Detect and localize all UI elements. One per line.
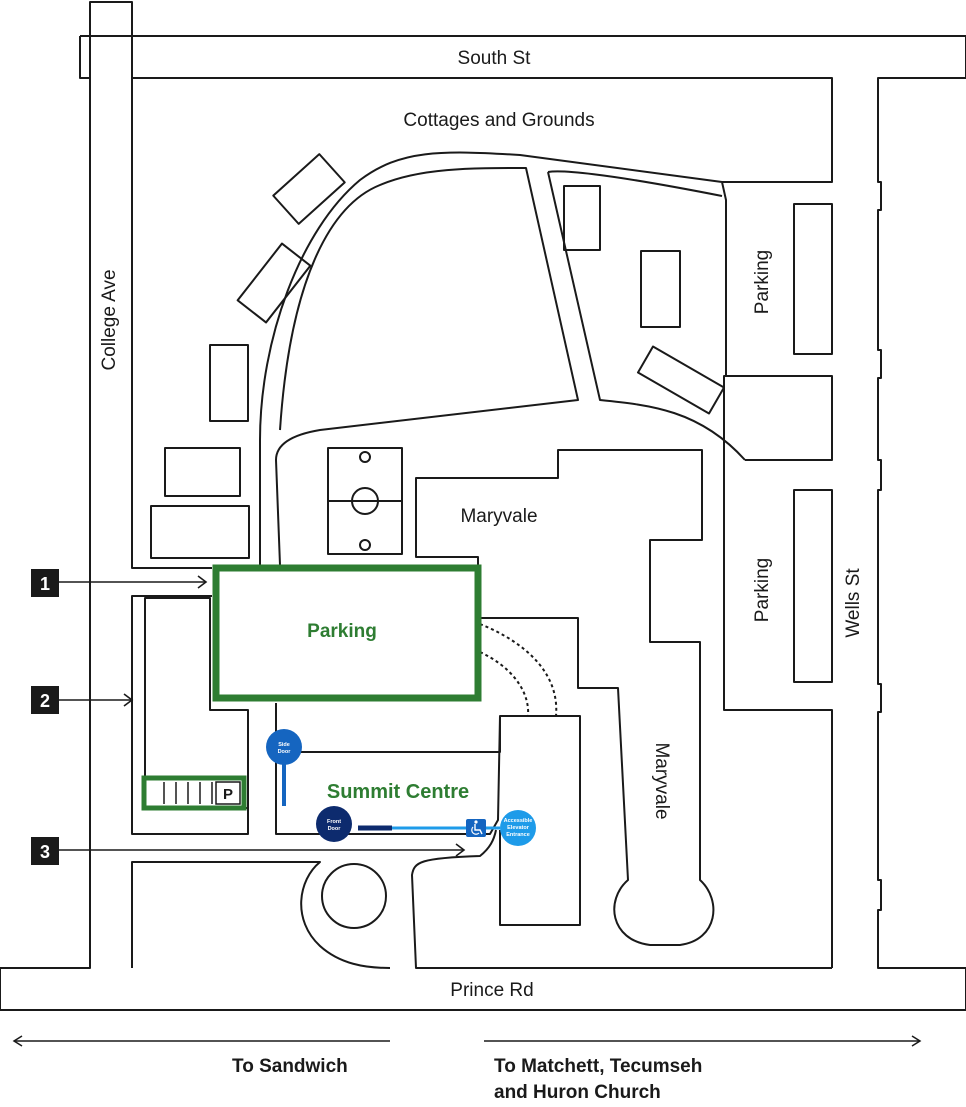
- cottage-7: [640, 250, 681, 328]
- to-matchett-label-line2: and Huron Church: [494, 1082, 661, 1103]
- front-door-marker[interactable]: Front Door: [316, 806, 352, 842]
- loop-road-inner-2: [547, 170, 746, 461]
- dotted-path-1: [479, 623, 558, 717]
- small-parking-area[interactable]: P: [141, 775, 247, 811]
- side-door-line1: Side: [278, 742, 290, 748]
- maryvale-wing-label: Maryvale: [651, 742, 672, 819]
- main-parking-label: Parking: [307, 621, 377, 642]
- south-lot-left: [131, 861, 391, 969]
- front-door-line2: Door: [328, 826, 342, 832]
- marker-1-number: 3: [40, 842, 50, 862]
- summit-centre-label: Summit Centre: [327, 781, 469, 803]
- accessible-line3: Entrance: [506, 832, 530, 838]
- accessible-entrance-marker[interactable]: Accessible Elevator Entrance: [500, 810, 536, 846]
- small-parking-p-label: P: [223, 786, 233, 803]
- loop-road-outer: [259, 151, 727, 565]
- right-block-outline: [723, 375, 833, 968]
- cottage-4: [164, 447, 241, 497]
- cottage-6: [563, 185, 601, 251]
- cottage-5: [150, 505, 250, 559]
- sports-field: [327, 447, 403, 555]
- arrow-3: [59, 575, 208, 589]
- marker-2[interactable]: 2: [31, 686, 59, 714]
- parking-lot-lower-right: [793, 489, 833, 683]
- marker-3[interactable]: 1: [31, 569, 59, 597]
- maryvale-building: [415, 449, 715, 946]
- to-sandwich-label: To Sandwich: [232, 1056, 348, 1077]
- maryvale-building-label: Maryvale: [460, 506, 537, 527]
- side-door-marker[interactable]: Side Door: [266, 729, 302, 765]
- college-ave-label: College Ave: [99, 269, 120, 370]
- accessible-line1: Accessible: [504, 818, 533, 824]
- marker-1[interactable]: 3: [31, 837, 59, 865]
- roundabout: [321, 863, 387, 929]
- wheelchair-icon: [466, 819, 486, 837]
- main-parking-area[interactable]: [212, 564, 482, 702]
- cottage-2: [236, 242, 312, 324]
- south-lot-right: [411, 829, 832, 969]
- right-direction-arrow: [484, 1035, 922, 1047]
- loop-road-inner: [275, 167, 579, 566]
- west-building: [131, 595, 249, 835]
- side-door-line2: Door: [278, 749, 292, 755]
- parking-upper-right-label: Parking: [752, 250, 773, 314]
- arrow-2: [59, 693, 134, 707]
- parking-lower-right-label: Parking: [752, 558, 773, 622]
- south-st-label: South St: [458, 48, 532, 69]
- marker-3-number: 1: [40, 574, 50, 594]
- cottage-8: [636, 345, 726, 415]
- cottage-1: [272, 153, 346, 225]
- parking-lot-upper-right: [793, 203, 833, 355]
- cottage-3: [209, 344, 249, 422]
- marker-2-number: 2: [40, 691, 50, 711]
- dotted-path-2: [479, 651, 530, 717]
- front-door-line1: Front: [327, 819, 341, 825]
- north-block-outline: [131, 77, 833, 569]
- wells-st-label: Wells St: [843, 568, 864, 638]
- to-matchett-label-line1: To Matchett, Tecumseh: [494, 1056, 702, 1077]
- accessible-line2: Elevator: [507, 825, 530, 831]
- left-direction-arrow: [12, 1035, 390, 1047]
- prince-rd-label: Prince Rd: [450, 980, 533, 1001]
- south-st-edge: [79, 35, 132, 79]
- arrow-1: [59, 843, 466, 857]
- college-ave-road: [0, 1, 966, 1011]
- cottages-label: Cottages and Grounds: [403, 110, 594, 131]
